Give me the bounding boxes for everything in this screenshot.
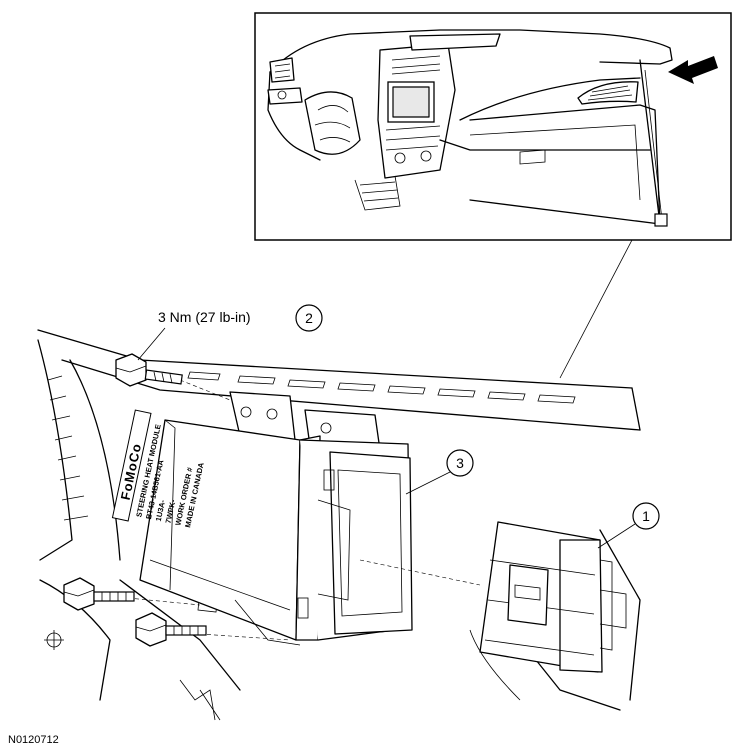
callout-3: 3 bbox=[405, 449, 474, 495]
callout-number-1: 1 bbox=[642, 508, 650, 524]
callout-number-3: 3 bbox=[456, 455, 464, 471]
instrument-panel-structure bbox=[37, 329, 641, 721]
callout-number-2: 2 bbox=[305, 310, 313, 326]
callout-1: 1 bbox=[597, 502, 660, 549]
torque-spec: 3 Nm (27 lb-in) bbox=[158, 309, 251, 325]
bolt-icon bbox=[115, 353, 183, 387]
callout-2: 3 Nm (27 lb-in) 2 bbox=[137, 304, 323, 361]
bolt-icon bbox=[63, 577, 135, 611]
inset-leader-line bbox=[559, 239, 633, 379]
bolt-icon bbox=[135, 612, 207, 647]
figure-id: N0120712 bbox=[8, 734, 59, 746]
locator-arrow-icon bbox=[668, 56, 718, 84]
locator-inset bbox=[254, 12, 732, 241]
alignment-dashed-lines bbox=[127, 379, 481, 641]
steering-heat-module: FoMoCo STEERING HEAT MODULE BT43-14B561-… bbox=[111, 409, 413, 646]
module-bracket bbox=[329, 451, 413, 635]
electrical-connector bbox=[479, 521, 627, 673]
